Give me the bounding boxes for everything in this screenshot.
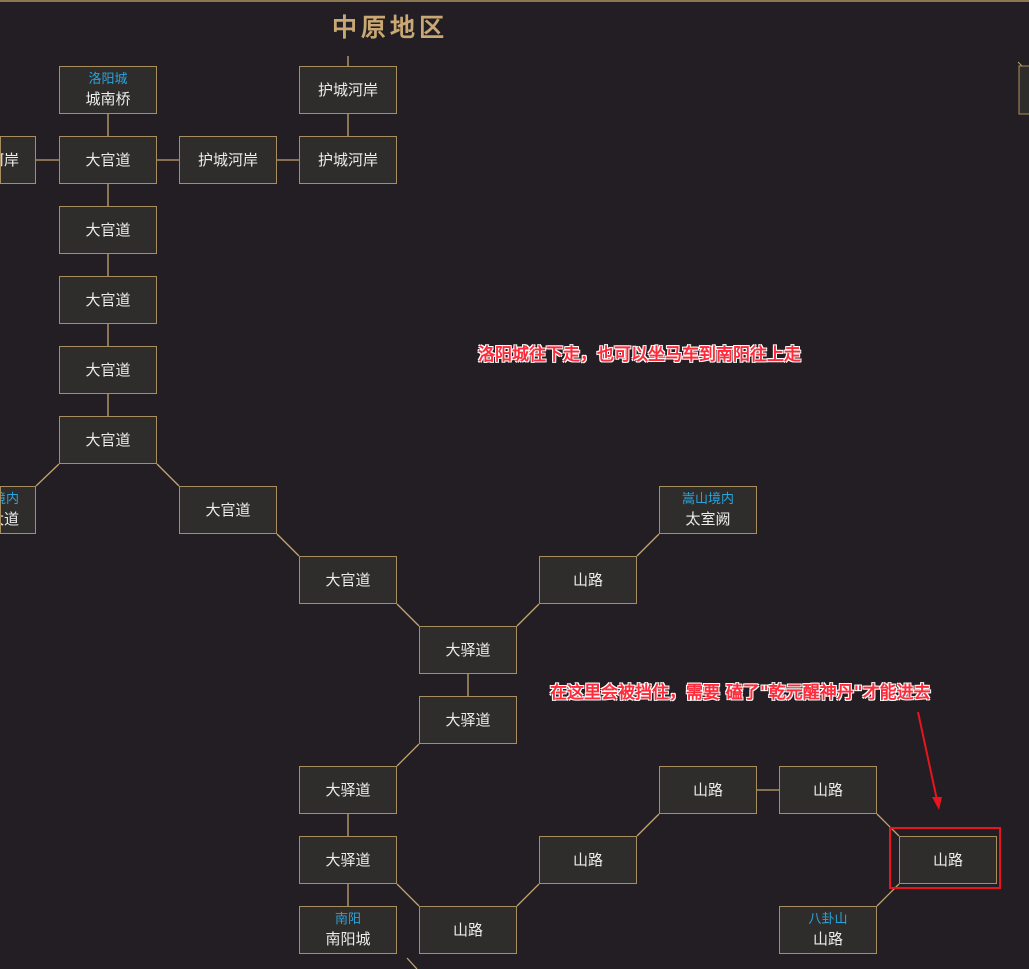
map-node[interactable]: 河岸 (0, 136, 36, 184)
map-node[interactable]: 山路 (899, 836, 997, 884)
map-node[interactable]: 南阳南阳城 (299, 906, 397, 954)
map-node-name: 城南桥 (85, 89, 131, 108)
map-node-name: 南阳城 (325, 929, 371, 948)
map-node-name: 山路 (692, 781, 723, 799)
map-node[interactable]: 大驿道 (419, 696, 517, 744)
map-node-name: 大官道 (205, 501, 251, 519)
map-node-name: 大官道 (85, 361, 131, 379)
map-node[interactable]: 山路 (539, 836, 637, 884)
map-link (396, 883, 420, 907)
map-link (156, 463, 180, 487)
annotation-luoyang-route: 洛阳城往下走，也可以坐马车到南阳往上走 (478, 345, 801, 365)
map-link (516, 603, 540, 627)
map-node-name: 护城河岸 (317, 81, 378, 99)
map-node[interactable]: 护城河岸 (299, 136, 397, 184)
map-node[interactable]: 嵩山境内太室阙 (659, 486, 757, 534)
map-node-name: 河岸 (1, 151, 19, 169)
map-node-name: 大官道 (85, 221, 131, 239)
map-node-area: 嵩山境内 (681, 491, 734, 507)
map-node-name: 大驿道 (325, 781, 371, 799)
map-node[interactable]: 大驿道 (299, 836, 397, 884)
map-node[interactable]: 护城河岸 (179, 136, 277, 184)
map-node[interactable]: 洛阳城城南桥 (59, 66, 157, 114)
map-node-name: 大官道 (325, 571, 371, 589)
map-node-name: 山路 (572, 851, 603, 869)
map-link (876, 813, 900, 837)
map-node-area: 南阳 (334, 911, 361, 927)
map-node[interactable]: 山路 (419, 906, 517, 954)
map-node[interactable]: 大官道 (59, 206, 157, 254)
map-link (516, 883, 540, 907)
highlight-box (889, 827, 1001, 889)
map-node-name: 大官道 (85, 151, 131, 169)
map-link (35, 463, 60, 487)
map-node-name: 大官道 (85, 291, 131, 309)
map-node-area: 八卦山 (808, 911, 848, 927)
map-node-name: 山路 (452, 921, 483, 939)
map-node[interactable]: 八卦山山路 (779, 906, 877, 954)
map-node-name: 大官道 (85, 431, 131, 449)
map-link (636, 533, 660, 557)
map-node[interactable]: 大驿道 (299, 766, 397, 814)
map-node-name: 护城河岸 (317, 151, 378, 169)
map-node[interactable]: 大官道 (59, 416, 157, 464)
map-node-offscreen (1018, 65, 1029, 115)
map-node-name: 大驿道 (325, 851, 371, 869)
map-node[interactable]: 大官道 (59, 346, 157, 394)
map-link (396, 603, 420, 627)
map-node[interactable]: 山路 (779, 766, 877, 814)
map-node-area: 境内 (1, 491, 19, 507)
map-node-name: 山路 (812, 929, 843, 948)
map-link (396, 743, 420, 767)
map-node-name: 大驿道 (445, 641, 491, 659)
map-node-name: 太道 (1, 509, 19, 528)
map-link (276, 533, 300, 557)
map-title: 中原地区 (331, 13, 448, 42)
map-node[interactable]: 山路 (659, 766, 757, 814)
annotation-blocked-note: 在这里会被挡住，需要 磕了"乾元醒神丹"才能进去 (550, 683, 931, 703)
map-node[interactable]: 大官道 (59, 136, 157, 184)
map-node-name: 山路 (812, 781, 843, 799)
map-node-name: 大驿道 (445, 711, 491, 729)
map-node-name: 山路 (932, 851, 963, 869)
map-node[interactable]: 大官道 (59, 276, 157, 324)
map-link-stub (406, 957, 418, 969)
map-node-name: 护城河岸 (197, 151, 258, 169)
map-link (636, 813, 660, 837)
map-node-name: 山路 (572, 571, 603, 589)
map-node[interactable]: 境内太道 (0, 486, 36, 534)
map-node[interactable]: 山路 (539, 556, 637, 604)
top-border (0, 0, 1029, 2)
map-node-area: 洛阳城 (88, 71, 128, 87)
map-node[interactable]: 大驿道 (419, 626, 517, 674)
map-node[interactable]: 大官道 (299, 556, 397, 604)
map-node-name: 太室阙 (685, 509, 731, 528)
map-node[interactable]: 护城河岸 (299, 66, 397, 114)
map-node[interactable]: 大官道 (179, 486, 277, 534)
